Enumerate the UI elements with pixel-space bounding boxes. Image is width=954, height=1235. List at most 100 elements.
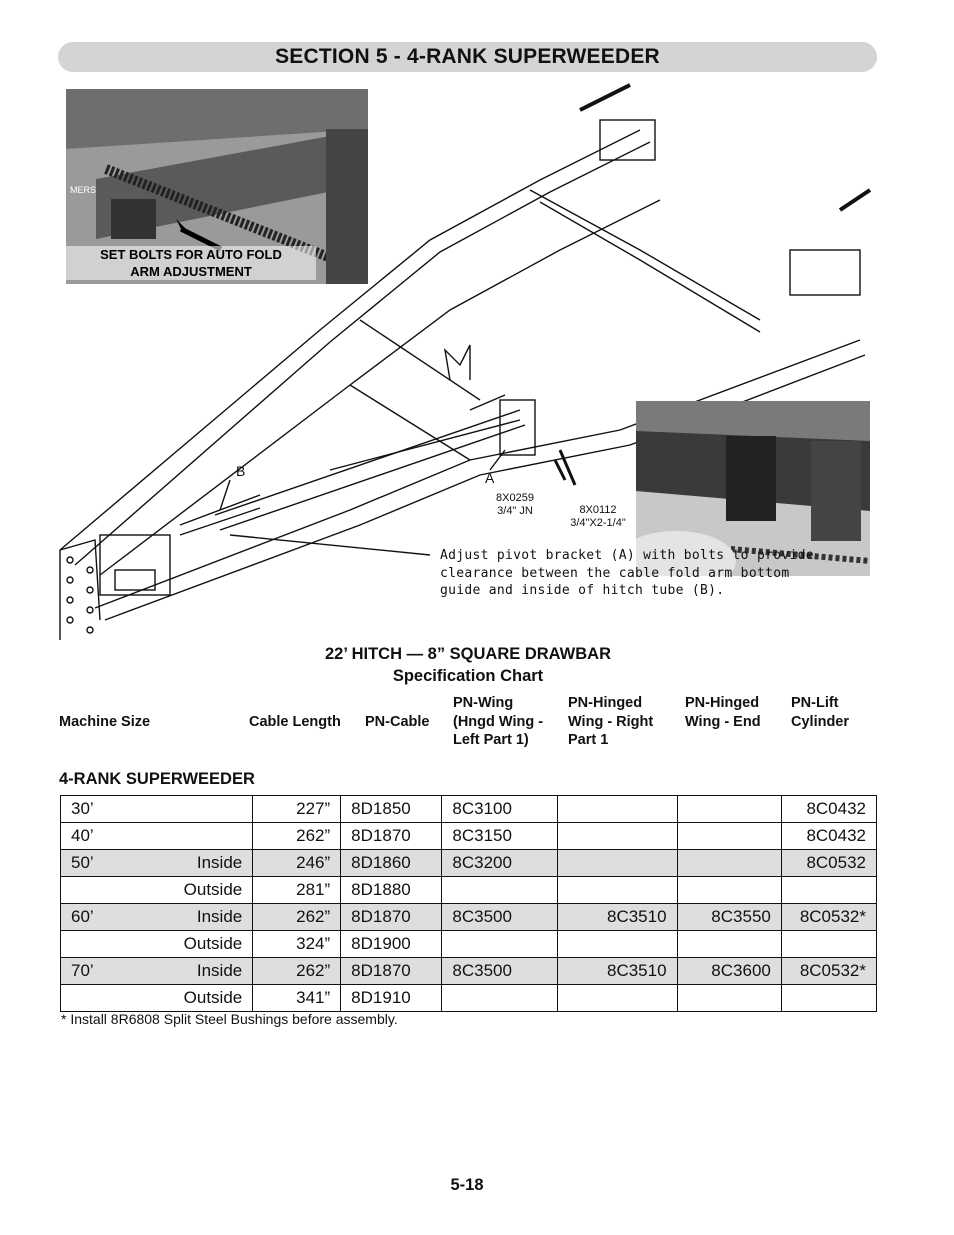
cell-pn-hinged-right <box>556 984 678 1012</box>
cell-pn-hinged-right <box>556 876 678 904</box>
hitch-figure: MERS SET BOLTS FOR AUTO FOLD ARM ADJUSTM… <box>0 80 954 650</box>
cell-pn-hinged-end: 8C3600 <box>676 957 782 985</box>
part2-desc: 3/4"X2-1/4" <box>570 517 626 529</box>
cell-pn-lift: 8C0532* <box>780 903 878 931</box>
table-row: 50’ Inside 246” 8D1860 8C3200 8C0532 <box>59 849 878 877</box>
cell-pn-cable: 8D1910 <box>340 984 443 1012</box>
size-label: 50’ <box>71 853 94 872</box>
cell-size: 70’Inside <box>59 957 254 985</box>
cell-pn-wing: 8C3150 <box>441 822 558 850</box>
hitch-drawing <box>59 83 872 640</box>
cell-cable-length: 281” <box>252 876 342 904</box>
cell-pn-hinged-end: 8C3550 <box>676 903 782 931</box>
cell-pn-lift <box>780 984 878 1012</box>
cell-cable-length: 246” <box>252 849 342 877</box>
photo-caption-line1: SET BOLTS FOR AUTO FOLD <box>100 247 282 262</box>
note-line-1: Adjust pivot bracket (A) with bolts to p… <box>440 548 814 563</box>
header-pn-wing-line2: (Hngd Wing - <box>453 713 544 730</box>
group-title: 4-RANK SUPERWEEDER <box>59 770 255 788</box>
footnote: * Install 8R6808 Split Steel Bushings be… <box>61 1011 398 1027</box>
size-sub: Inside <box>196 907 243 926</box>
cell-pn-hinged-right <box>556 849 678 877</box>
cell-size: Outside <box>59 984 254 1012</box>
cell-pn-hinged-right: 8C3510 <box>556 903 678 931</box>
header-pn-wing-line3: Left Part 1) <box>453 732 529 748</box>
cell-pn-lift: 8C0532 <box>780 849 878 877</box>
header-pn-cable: PN-Cable <box>365 714 430 730</box>
pivot-bracket-photo <box>636 401 870 576</box>
size-sub: Inside <box>196 961 243 980</box>
spec-table: 30’ 227” 8D1850 8C3100 8C0432 40’ 262” 8… <box>59 795 878 1012</box>
table-row: 60’Inside 262” 8D1870 8C3500 8C3510 8C35… <box>59 903 878 931</box>
cell-pn-cable: 8D1860 <box>340 849 443 877</box>
section-header: SECTION 5 - 4-RANK SUPERWEEDER <box>58 42 877 72</box>
header-pn-lift-line1: PN-Lift <box>791 695 839 711</box>
cell-pn-wing: 8C3200 <box>441 849 558 877</box>
cell-size: 60’ Inside <box>59 903 254 931</box>
photo-sign-text: MERS <box>70 185 96 195</box>
chart-subtitle: Specification Chart <box>392 667 544 685</box>
cell-pn-lift: 8C0532* <box>780 957 878 985</box>
size-label: 30’ <box>71 799 94 818</box>
cell-pn-cable: 8D1870 <box>340 903 443 931</box>
section-title: SECTION 5 - 4-RANK SUPERWEEDER <box>275 45 660 68</box>
part-label-bolt: 8X0112 3/4"X2-1/4" <box>563 504 633 530</box>
cell-pn-hinged-right <box>556 822 678 850</box>
cell-pn-hinged-end <box>676 822 782 850</box>
part-label-nut: 8X0259 3/4" JN <box>485 492 545 518</box>
header-pn-lift-line2: Cylinder <box>791 713 850 730</box>
header-machine-size: Machine Size <box>59 714 151 730</box>
cell-pn-lift: 8C0432 <box>780 795 878 823</box>
size-sub: Outside <box>183 988 243 1007</box>
cell-pn-hinged-end <box>676 795 782 823</box>
cell-pn-cable: 8D1880 <box>340 876 443 904</box>
header-pn-hinged-right-line2: Wing - Right <box>568 713 654 730</box>
pivot-bracket-photo-art <box>636 401 870 576</box>
table-row: 40’ 262” 8D1870 8C3150 8C0432 <box>59 822 878 850</box>
cell-pn-hinged-right <box>556 795 678 823</box>
note-line-3: guide and inside of hitch tube (B). <box>440 583 725 598</box>
cell-size: 40’ <box>59 822 254 850</box>
adjustment-note: Adjust pivot bracket (A) with bolts to p… <box>440 547 814 600</box>
header-pn-hinged-end-line1: PN-Hinged <box>685 695 760 711</box>
header-pn-hinged-right-line1: PN-Hinged <box>568 695 643 711</box>
cell-size: 50’ Inside <box>59 849 254 877</box>
cell-pn-hinged-end <box>676 930 782 958</box>
cell-size: Outside <box>59 876 254 904</box>
size-sub: Outside <box>183 934 243 953</box>
header-pn-wing-line1: PN-Wing <box>453 695 514 711</box>
label-a: A <box>485 470 495 486</box>
cell-pn-wing <box>441 984 558 1012</box>
table-row: Outside 341” 8D1910 <box>59 984 878 1012</box>
table-row: 70’Inside 262” 8D1870 8C3500 8C3510 8C36… <box>59 957 878 985</box>
cell-pn-hinged-end <box>676 876 782 904</box>
cell-cable-length: 262” <box>252 957 342 985</box>
header-pn-lift: PN-Lift Cylinder <box>791 694 849 731</box>
size-label: 60’ <box>71 907 94 926</box>
cell-pn-cable: 8D1870 <box>340 822 443 850</box>
cell-pn-cable: 8D1900 <box>340 930 443 958</box>
cell-pn-wing: 8C3500 <box>441 903 558 931</box>
table-row: Outside 281” 8D1880 <box>59 876 878 904</box>
part1-number: 8X0259 <box>496 492 534 504</box>
header-cable-length: Cable Length <box>249 714 341 730</box>
part1-desc: 3/4" JN <box>497 505 533 517</box>
photo-caption-line2: ARM ADJUSTMENT <box>130 264 252 279</box>
size-sub: Inside <box>196 853 243 872</box>
auto-fold-arm-photo: MERS SET BOLTS FOR AUTO FOLD ARM ADJUSTM… <box>66 89 368 284</box>
cell-cable-length: 341” <box>252 984 342 1012</box>
header-pn-hinged-right: PN-Hinged Wing - Right Part 1 <box>568 694 653 750</box>
table-row: Outside 324” 8D1900 <box>59 930 878 958</box>
cell-pn-wing <box>441 876 558 904</box>
cell-cable-length: 262” <box>252 822 342 850</box>
cell-pn-wing <box>441 930 558 958</box>
cell-pn-wing: 8C3500 <box>441 957 558 985</box>
table-row: 30’ 227” 8D1850 8C3100 8C0432 <box>59 795 878 823</box>
cell-cable-length: 227” <box>252 795 342 823</box>
cell-pn-hinged-right: 8C3510 <box>556 957 678 985</box>
page-number: 5-18 <box>450 1176 484 1194</box>
label-b: B <box>236 463 246 479</box>
header-pn-hinged-right-line3: Part 1 <box>568 732 609 748</box>
part2-number: 8X0112 <box>579 504 617 516</box>
cell-pn-lift: 8C0432 <box>780 822 878 850</box>
